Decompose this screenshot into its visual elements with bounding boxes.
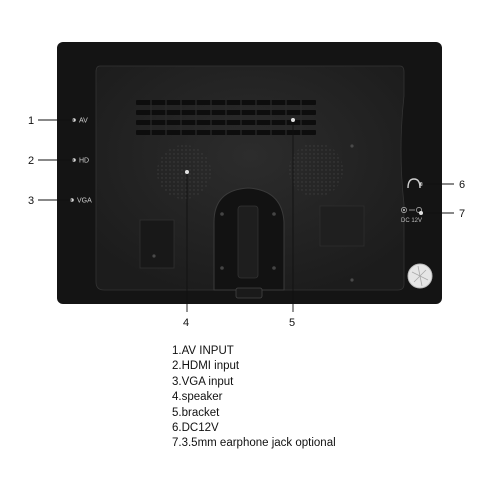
legend-list: 1.AV INPUT 2.HDMI input 3.VGA input 4.sp… <box>172 344 336 452</box>
callout-dot <box>419 211 423 215</box>
recess-left <box>139 219 175 269</box>
legend-item: 7.3.5mm earphone jack optional <box>172 437 336 450</box>
callout-7: 7 <box>459 208 465 220</box>
screw <box>350 144 354 148</box>
speaker-right <box>289 143 343 197</box>
bracket-screw <box>272 266 276 270</box>
hdmi-port-label: HD <box>79 158 89 165</box>
callout-dot <box>185 170 189 174</box>
bracket-screw <box>220 212 224 216</box>
legend-item: 4.speaker <box>172 391 223 404</box>
screw <box>350 278 354 282</box>
callout-lines <box>38 119 454 312</box>
callout-dot <box>291 118 295 122</box>
legend-item: 3.VGA input <box>172 375 234 388</box>
speaker-left <box>157 145 211 199</box>
callout-4: 4 <box>183 317 189 329</box>
callout-1: 1 <box>28 115 34 127</box>
vent-slots <box>136 100 316 135</box>
legend-item: 5.bracket <box>172 406 220 419</box>
legend-item: 6.DC12V <box>172 422 219 435</box>
callout-6: 6 <box>459 179 465 191</box>
vga-port-label: VGA <box>77 198 92 205</box>
legend-item: 1.AV INPUT <box>172 345 234 357</box>
bracket-screw <box>220 266 224 270</box>
legend-item: 2.HDMI input <box>172 360 240 373</box>
dc-power-icon <box>401 207 422 213</box>
callout-3: 3 <box>28 195 34 207</box>
dc-port-label: DC 12V <box>401 218 422 224</box>
callout-5: 5 <box>289 317 295 329</box>
recess-right <box>319 205 365 247</box>
bracket-screw <box>272 212 276 216</box>
callout-2: 2 <box>28 155 34 167</box>
bracket-slot <box>237 205 259 279</box>
av-port-label: AV <box>79 118 88 125</box>
sticker-pattern <box>411 265 429 287</box>
bracket-foot <box>235 287 263 299</box>
screw <box>152 254 156 258</box>
